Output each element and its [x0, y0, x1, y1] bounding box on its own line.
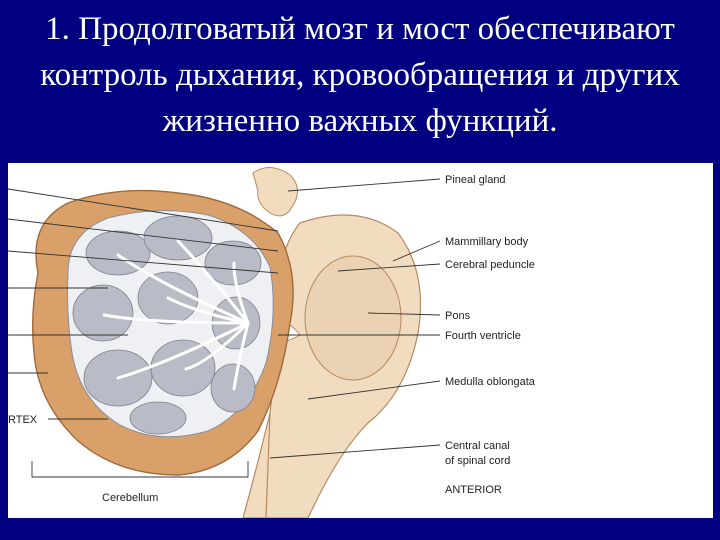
cerebellum-bracket — [31, 461, 249, 478]
label-cortex: RTEX — [8, 414, 38, 426]
title-line-1: 1. Продолговатый мозг и мост обеспечиваю… — [45, 11, 675, 47]
central-canal-shape — [265, 412, 271, 518]
leader-lines-left — [8, 188, 279, 420]
label-pons: Pons — [445, 310, 471, 322]
arbor-vitae — [102, 239, 250, 391]
label-pineal-gland: Pineal gland — [445, 174, 506, 186]
slide-title: 1. Продолговатый мозг и мост обеспечиваю… — [0, 6, 720, 144]
label-cerebellum: Cerebellum — [102, 492, 158, 504]
label-fourth-ventricle: Fourth ventricle — [445, 330, 521, 342]
title-line-2: контроль дыхания, кровообращения и други… — [40, 57, 680, 93]
pons-shape — [304, 255, 402, 381]
brain-diagram: Pineal gland Mammillary body Cerebral pe… — [8, 167, 536, 518]
brain-anatomy-figure: Pineal gland Mammillary body Cerebral pe… — [8, 163, 713, 518]
title-line-3: жизненно важных функций. — [162, 103, 558, 139]
leader-lines-right — [269, 178, 441, 459]
label-anterior: ANTERIOR — [445, 484, 502, 496]
label-central-canal-1: Central canal — [445, 440, 510, 452]
label-cerebral-peduncle: Cerebral peduncle — [445, 259, 535, 271]
label-medulla-oblongata: Medulla oblongata — [445, 376, 536, 388]
label-central-canal-2: of spinal cord — [445, 455, 510, 467]
pineal-region — [252, 167, 298, 217]
label-mammillary-body: Mammillary body — [445, 236, 529, 248]
